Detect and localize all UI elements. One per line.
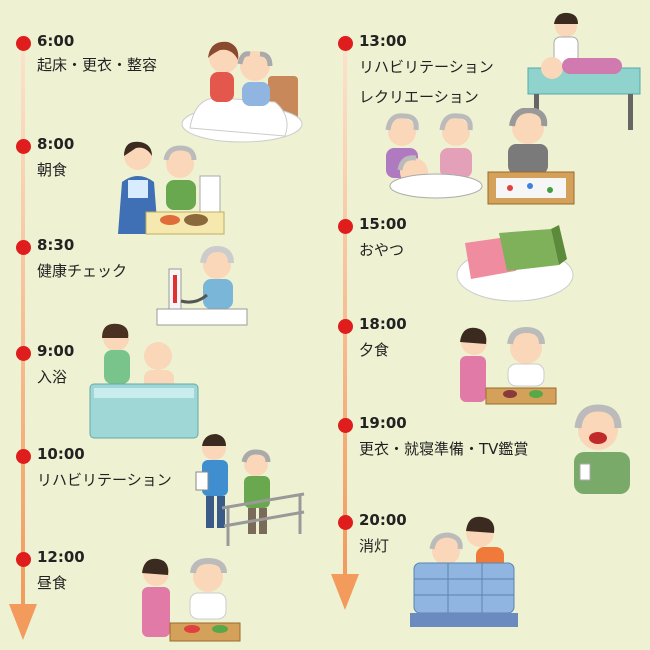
lights-out-illustration (410, 516, 518, 627)
bath-illustration (89, 323, 199, 439)
wake-up-caregiver-illustration (181, 41, 303, 143)
activity-label: 夕食 (359, 341, 390, 359)
activity-label: 健康チェック (37, 262, 128, 280)
timeline-dot (16, 346, 31, 361)
dinner-illustration (460, 326, 557, 405)
rehabilitation-mat-illustration (527, 12, 641, 130)
time-label: 9:00 (37, 342, 75, 360)
timeline-dot (16, 552, 31, 567)
activity-label: リハビリテーション (359, 58, 494, 76)
left-timeline-arrow (9, 34, 37, 640)
timeline-dot (338, 515, 353, 530)
time-label: 15:00 (359, 215, 407, 233)
time-label: 18:00 (359, 315, 407, 333)
time-label: 19:00 (359, 414, 407, 432)
time-label: 20:00 (359, 511, 407, 529)
time-label: 12:00 (37, 548, 85, 566)
timeline-dot (338, 219, 353, 234)
activity-label: 更衣・就寝準備・TV鑑賞 (359, 440, 529, 458)
health-check-illustration (156, 245, 248, 326)
activity-label: 起床・更衣・整容 (37, 56, 158, 74)
timeline-dot (338, 36, 353, 51)
activity-label: おやつ (359, 241, 405, 259)
time-label: 6:00 (37, 32, 75, 50)
right-timeline-arrow (331, 34, 359, 610)
activity-label: レクリエーション (359, 88, 479, 106)
timeline-dot (16, 36, 31, 51)
activity-label: リハビリテーション (37, 471, 172, 489)
rehabilitation-illustration (195, 434, 305, 546)
teeth-brushing-illustration (574, 404, 630, 494)
recreation-illustration (385, 108, 575, 205)
timeline-dot (16, 139, 31, 154)
activity-label: 朝食 (37, 161, 68, 179)
snack-illustration (456, 225, 574, 302)
time-label: 13:00 (359, 32, 407, 50)
activity-label: 昼食 (37, 574, 68, 592)
time-label: 8:30 (37, 236, 75, 254)
timeline-dot (338, 319, 353, 334)
breakfast-illustration (118, 141, 225, 235)
lunch-illustration (142, 557, 241, 642)
timeline-dot (338, 418, 353, 433)
timeline-dot (16, 240, 31, 255)
activity-label: 消灯 (359, 537, 390, 555)
time-label: 8:00 (37, 135, 75, 153)
activity-label: 入浴 (37, 368, 68, 386)
timeline-dot (16, 449, 31, 464)
time-label: 10:00 (37, 445, 85, 463)
